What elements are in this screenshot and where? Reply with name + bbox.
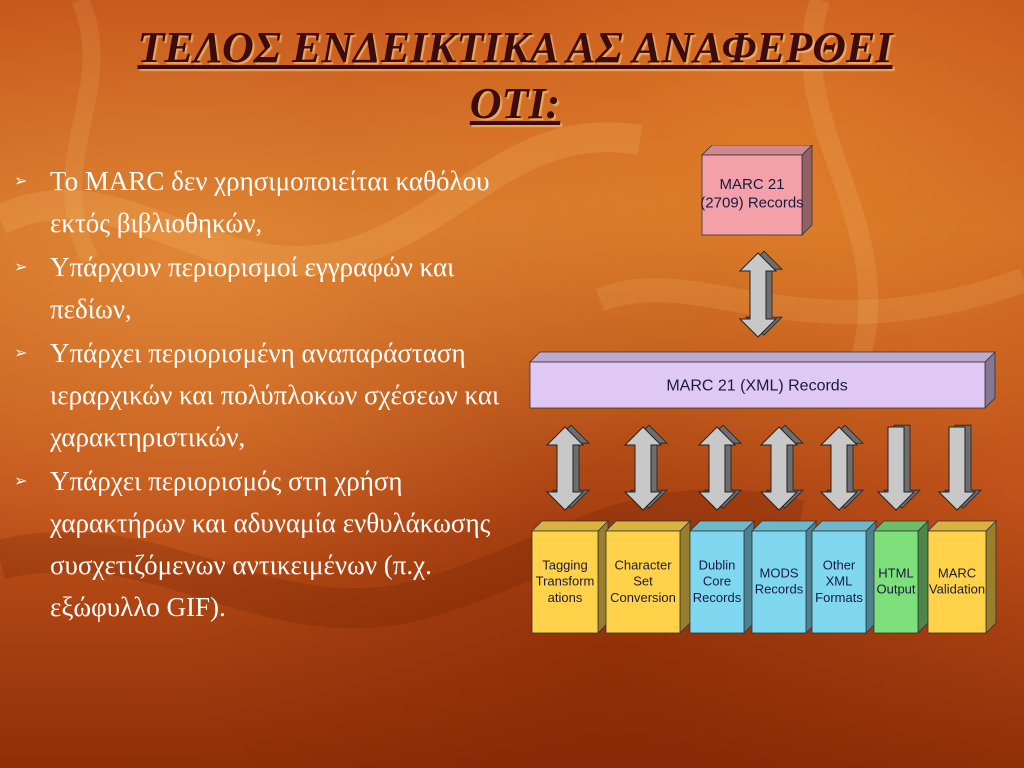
arrowhead-right-icon: ➢ xyxy=(14,343,28,362)
list-item: ➢ Υπάρχει περιορισμένη αναπαράσταση ιεραρ… xyxy=(12,332,512,458)
bullet-list: ➢ Το MARC δεν χρησιμοποιείται καθόλου εκτ… xyxy=(12,160,512,630)
box-label-line: Other xyxy=(823,557,856,572)
box-label-line: (2709) Records xyxy=(700,195,803,212)
title-line-1: ΤΕΛΟΣ ΕΝΔΕΙΚΤΙΚΑ ΑΣ ΑΝΑΦΕΡΘΕΙ xyxy=(137,23,893,72)
bullet-text: Υπάρχει περιορισμός στη χρήση χαρακτήρων… xyxy=(50,466,491,622)
output-box: MARC Validation xyxy=(927,520,997,634)
bullet-text: Υπάρχει περιορισμένη αναπαράσταση ιεραρχ… xyxy=(50,338,500,452)
box-label-line: Conversion xyxy=(610,590,676,605)
box-label-line: XML xyxy=(826,574,853,589)
box-label-line: Records xyxy=(755,582,804,597)
arrowhead-right-icon: ➢ xyxy=(14,471,28,490)
bidirectional-arrow-icon xyxy=(738,250,783,338)
list-item: ➢ Το MARC δεν χρησιμοποιείται καθόλου εκτ… xyxy=(12,160,512,244)
box-label-line: MARC 21 (XML) Records xyxy=(666,378,847,395)
box-label-line: Transform xyxy=(536,574,595,589)
bidirectional-arrow-icon xyxy=(545,424,590,511)
bidirectional-arrow-icon xyxy=(759,424,804,511)
bullet-text: Υπάρχουν περιορισμοί εγγραφών και πεδίων… xyxy=(50,252,455,324)
list-item: ➢ Υπάρχει περιορισμός στη χρήση χαρακτήρω… xyxy=(12,460,512,628)
list-item: ➢ Υπάρχουν περιορισμοί εγγραφών και πεδίω… xyxy=(12,246,512,330)
page-title: ΤΕΛΟΣ ΕΝΔΕΙΚΤΙΚΑ ΑΣ ΑΝΑΦΕΡΘΕΙ ΟΤΙ: xyxy=(40,20,990,132)
box-label-line: MARC xyxy=(938,565,976,580)
marc21-2709-box: MARC 21 (2709) Records xyxy=(700,145,813,236)
box-label-line: Dublin xyxy=(699,557,736,572)
box-label-line: Tagging xyxy=(542,557,588,572)
box-label-line: Set xyxy=(633,574,653,589)
down-arrow-icon xyxy=(876,424,921,511)
arrowhead-right-icon: ➢ xyxy=(14,171,28,190)
bidirectional-arrow-icon xyxy=(623,424,668,511)
output-box: MODS Records xyxy=(751,520,817,634)
marc21-xml-bar: MARC 21 (XML) Records xyxy=(529,351,996,409)
box-label-line: Records xyxy=(693,590,742,605)
bidirectional-arrow-icon xyxy=(819,424,864,511)
box-label-line: Output xyxy=(876,582,915,597)
box-label-line: Core xyxy=(703,574,731,589)
box-label-line: MODS xyxy=(760,565,799,580)
down-arrow-icon xyxy=(937,424,982,511)
bullet-text: Το MARC δεν χρησιμοποιείται καθόλου εκτό… xyxy=(50,166,490,238)
arrowhead-right-icon: ➢ xyxy=(14,257,28,276)
box-label-line: Validation xyxy=(929,582,985,597)
bidirectional-arrow-icon xyxy=(697,424,742,511)
title-line-2: ΟΤΙ: xyxy=(469,79,561,128)
output-box: HTML Output xyxy=(873,520,929,634)
box-label-line: ations xyxy=(548,590,583,605)
box-label-line: HTML xyxy=(878,565,913,580)
box-label-line: Formats xyxy=(815,590,863,605)
box-label-line: Character xyxy=(614,557,672,572)
box-label-line: MARC 21 xyxy=(719,176,784,193)
